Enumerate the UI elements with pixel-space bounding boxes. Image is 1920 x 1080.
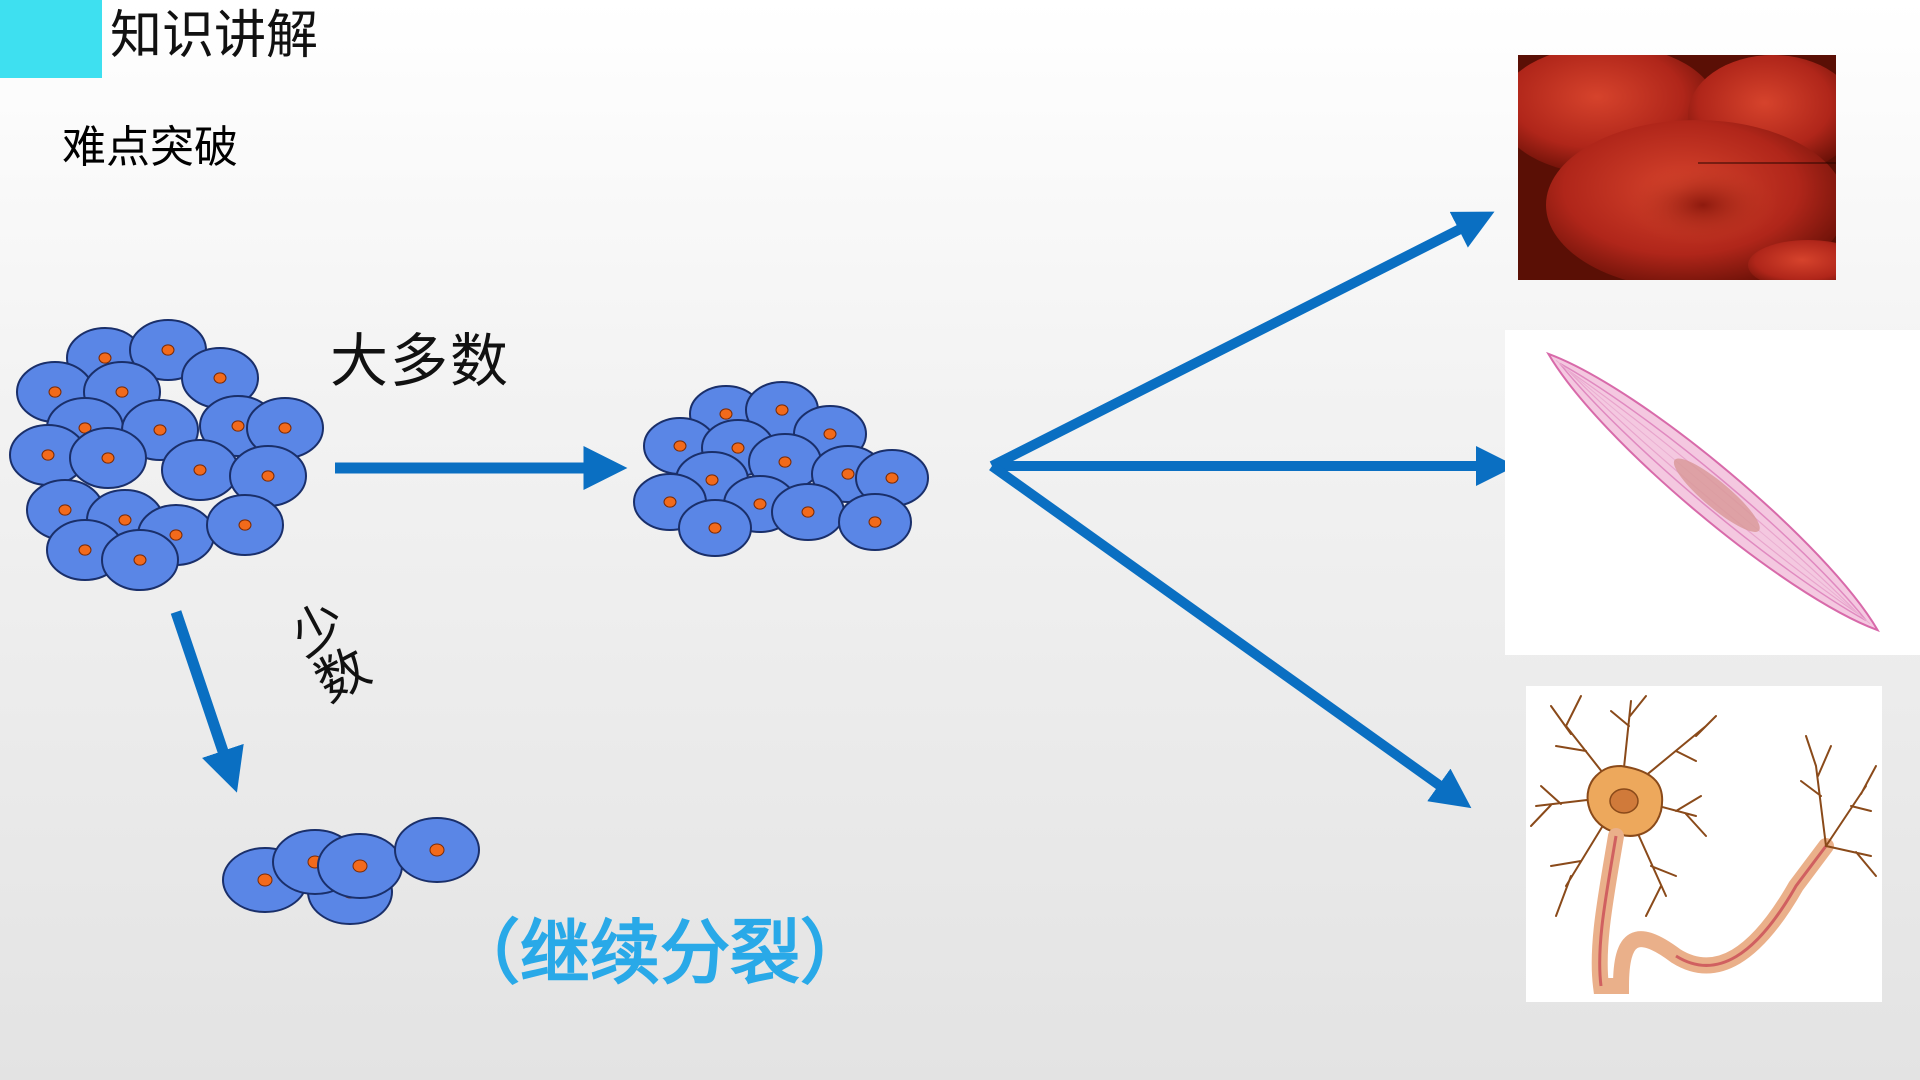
small-cell-cluster xyxy=(222,817,480,925)
page-title: 知识讲解 xyxy=(110,6,319,66)
cell-nucleus xyxy=(278,422,292,434)
cell-nucleus xyxy=(161,344,175,356)
cell-nucleus xyxy=(885,472,899,484)
cell-nucleus xyxy=(775,404,789,416)
cell-nucleus xyxy=(673,440,687,452)
cell-nucleus xyxy=(118,514,132,526)
cell-nucleus xyxy=(429,843,445,857)
medium-cell-cluster xyxy=(633,381,929,557)
cell-nucleus xyxy=(708,522,722,534)
cell-nucleus xyxy=(841,468,855,480)
muscle-nucleus xyxy=(1673,458,1760,532)
cell-nucleus xyxy=(663,496,677,508)
cell-nucleus xyxy=(115,386,129,398)
cell-nucleus xyxy=(231,420,245,432)
cell-nucleus xyxy=(41,449,55,461)
arrow-to-red-blood-cell xyxy=(989,211,1495,471)
cell-nucleus xyxy=(719,408,733,420)
cell-nucleus xyxy=(58,504,72,516)
cell-nucleus xyxy=(753,498,767,510)
header-accent-bar xyxy=(0,0,102,78)
cell-nucleus xyxy=(213,372,227,384)
cell-nucleus xyxy=(133,554,147,566)
cell-nucleus xyxy=(153,424,167,436)
smooth-muscle-cell-image xyxy=(1505,330,1920,655)
cell-nucleus xyxy=(801,506,815,518)
cell-nucleus xyxy=(823,428,837,440)
neuron-nucleus xyxy=(1609,788,1639,814)
section-subtitle: 难点突破 xyxy=(62,122,238,173)
red-blood-cells-image xyxy=(1518,55,1836,280)
cell-nucleus xyxy=(98,352,112,364)
arrow-minority xyxy=(170,610,244,793)
cell-nucleus xyxy=(238,519,252,531)
arrow-to-neuron xyxy=(989,461,1472,809)
cell-nucleus xyxy=(705,474,719,486)
neuron-axon xyxy=(1591,828,1834,994)
label-majority: 大多数 xyxy=(330,327,511,395)
cell-nucleus xyxy=(352,859,368,873)
cell-nucleus xyxy=(261,470,275,482)
cell-nucleus xyxy=(868,516,882,528)
cell-nucleus xyxy=(257,873,273,887)
cell-nucleus xyxy=(101,452,115,464)
cell-nucleus xyxy=(731,442,745,454)
cell-nucleus xyxy=(169,529,183,541)
label-continue-division: （继续分裂） xyxy=(450,912,870,994)
large-cell-cluster xyxy=(9,319,324,591)
cell-nucleus xyxy=(48,386,62,398)
neuron-image xyxy=(1526,686,1882,1002)
cell-nucleus xyxy=(78,544,92,556)
cell-nucleus xyxy=(778,456,792,468)
cell-nucleus xyxy=(193,464,207,476)
